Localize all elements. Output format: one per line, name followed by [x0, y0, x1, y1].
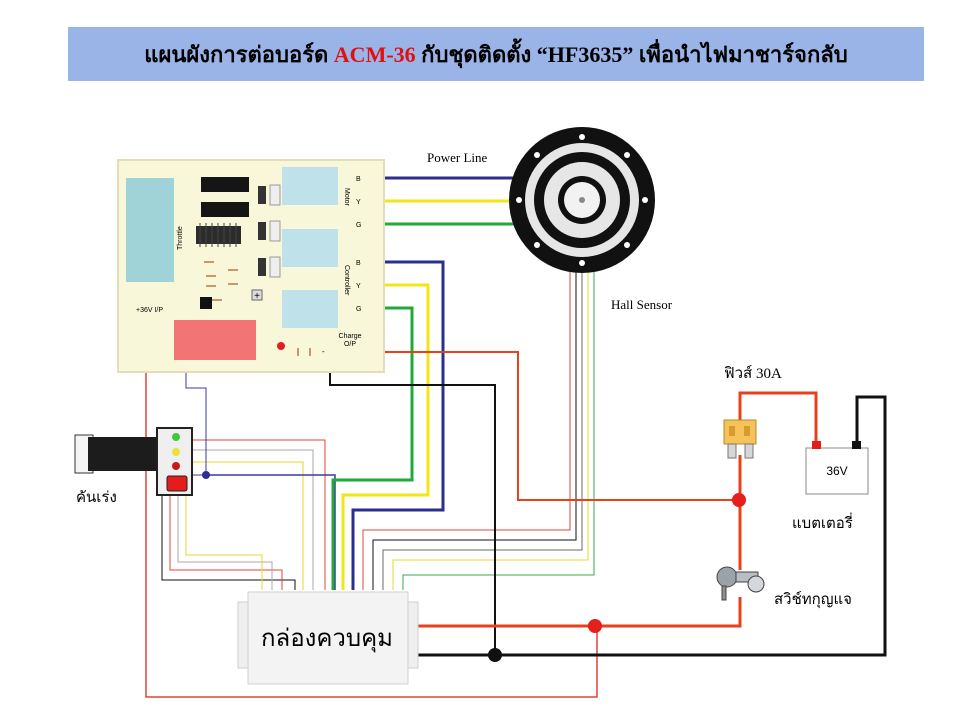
controller-box-label: กล่องควบคุม	[261, 625, 393, 653]
charge-positive-wire	[372, 351, 740, 501]
throttle-grip-label: คันเร่ง	[76, 490, 117, 506]
throttle-button	[166, 475, 188, 492]
power-line-wires	[370, 176, 520, 226]
led-green	[172, 433, 180, 441]
charge-label: Charge	[339, 333, 362, 340]
fuse	[723, 419, 757, 459]
motor-label: Motor	[343, 188, 350, 207]
board-power-wire	[145, 318, 598, 698]
controller-pin-label: Y	[356, 283, 361, 290]
junction-dot	[732, 493, 746, 507]
battery-negative-wire	[413, 395, 887, 657]
motor-pin-label: B	[356, 176, 361, 183]
throttle-grip	[74, 427, 193, 496]
throttle-label: Throttle	[177, 226, 184, 250]
page-title: แผนผังการต่อบอร์ด ACM-36 กับชุดติดตั้ง “…	[144, 37, 847, 72]
controller-terminal-block	[282, 229, 338, 267]
motor-terminal-block	[282, 167, 338, 205]
controller-pin-label: B	[356, 260, 361, 267]
controller-positive-wire	[413, 597, 742, 628]
led-indicator	[277, 342, 285, 350]
power-input-block	[174, 320, 256, 360]
battery-label: แบตเตอรี่	[792, 512, 853, 532]
battery-positive-terminal	[812, 441, 821, 449]
title-text-1: แผนผังการต่อบอร์ด	[144, 41, 334, 67]
battery-voltage-label: 36V	[826, 464, 847, 478]
key-switch-label: สวิช์ทกุญแจ	[774, 591, 852, 609]
hub-motor	[509, 127, 655, 273]
fuse-to-battery-wire	[738, 391, 818, 442]
acm36-board: + Throttle +36V I/P Motor Controller Cha…	[117, 159, 385, 373]
throttle-wires	[161, 439, 326, 590]
led-yellow	[172, 448, 180, 456]
throttle-connector	[126, 178, 174, 282]
title-text-2: กับชุดติดตั้ง “HF3635” เพื่อนำไฟมาชาร์จก…	[415, 41, 848, 67]
power-input-label: +36V I/P	[136, 307, 163, 314]
controller-box: กล่องควบคุม	[237, 591, 419, 685]
title-model-highlight: ACM-36	[333, 41, 416, 67]
diode	[200, 297, 212, 309]
key-switch-icon	[716, 566, 765, 601]
motor-pin-label: Y	[356, 199, 361, 206]
hall-sensor-wires	[362, 268, 595, 590]
junction-dot	[488, 648, 502, 662]
plus-marker: +	[254, 291, 260, 302]
power-line-label: Power Line	[427, 150, 488, 165]
motor-pin-label: G	[356, 222, 361, 229]
hall-sensor-label: Hall Sensor	[611, 297, 673, 312]
charge-output-label: O/P	[344, 341, 356, 348]
minus-marker: -	[322, 347, 325, 356]
junction-dot	[588, 619, 602, 633]
throttle-blue-wire	[206, 474, 336, 590]
fuse-label: ฟิวส์ 30A	[724, 365, 782, 382]
junction-dot	[202, 471, 210, 479]
battery-negative-terminal	[852, 441, 861, 449]
controller-pin-label: G	[356, 306, 361, 313]
led-red	[172, 462, 180, 470]
battery: 36V	[805, 441, 869, 495]
controller-phase-wires	[331, 260, 445, 590]
title-banner: แผนผังการต่อบอร์ด ACM-36 กับชุดติดตั้ง “…	[68, 27, 924, 81]
controller-label: Controller	[343, 265, 350, 296]
